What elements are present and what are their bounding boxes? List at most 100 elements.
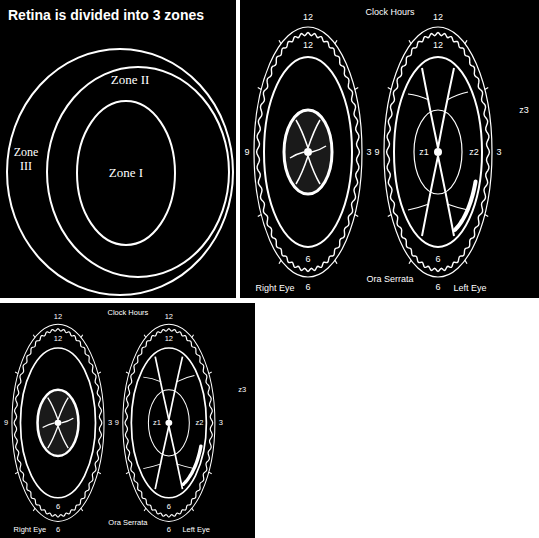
zone-label: Zone III <box>9 146 43 174</box>
diagram-label: 12 <box>433 13 443 22</box>
clock-ring <box>12 324 104 521</box>
clock-tick <box>258 215 261 217</box>
clock-tick <box>192 335 194 338</box>
diagram-label: 3 <box>496 148 501 157</box>
diagram-label: 12 <box>165 313 173 321</box>
blood-vessel <box>43 423 55 428</box>
diagram-label: 12 <box>165 335 173 343</box>
vessel-branch <box>143 464 161 469</box>
zone-boundary <box>7 49 233 295</box>
zone-one-area <box>38 390 79 456</box>
diagram-label: 6 <box>305 255 310 264</box>
zone-ring <box>264 57 352 247</box>
ora-serrata-line <box>387 33 490 272</box>
clock-tick <box>465 40 467 43</box>
zone-one-circle <box>148 390 189 456</box>
ora-serrata-line <box>257 33 360 272</box>
zone-circle: Zone IIIZone IIZone I <box>6 48 234 296</box>
diagram-label: Ora Serrata <box>366 275 413 284</box>
diagram-label: 12 <box>54 313 62 321</box>
blood-vessel <box>422 68 438 148</box>
clock-tick <box>15 372 18 374</box>
clock-tick <box>409 40 411 43</box>
ridge <box>183 446 201 484</box>
zone-ring <box>394 57 482 247</box>
blood-vessel <box>169 357 183 420</box>
diagram-label: 12 <box>433 41 443 50</box>
blood-vessel <box>296 156 308 184</box>
vessel-branch <box>143 377 161 382</box>
zone-ring <box>20 348 95 498</box>
clock-tick <box>485 215 488 217</box>
blood-vessel <box>438 68 454 148</box>
clock-tick <box>355 88 358 90</box>
clock-tick <box>335 40 337 43</box>
zone-one-area <box>284 110 332 194</box>
diagram-label: z3 <box>519 106 529 115</box>
vessel-branch <box>447 204 468 210</box>
blood-vessel <box>61 418 73 423</box>
diagram-label: 6 <box>167 503 171 511</box>
ora-serrata-line <box>14 329 102 517</box>
diagram-label: Right Eye <box>255 284 294 293</box>
diagram-label: 9 <box>374 148 379 157</box>
clock-ring <box>384 27 492 277</box>
clock-tick <box>144 508 146 511</box>
clock-tick <box>81 508 83 511</box>
optic-disc <box>165 420 172 426</box>
diagram-label: z3 <box>238 386 246 394</box>
blood-vessel <box>312 146 326 152</box>
diagram-label: 6 <box>56 526 60 534</box>
zone-ring <box>131 348 206 498</box>
blood-vessel <box>48 426 58 448</box>
eye-drawing <box>12 324 215 521</box>
clock-tick <box>33 508 35 511</box>
diagram-label: Clock Hours <box>365 8 414 17</box>
clock-tick <box>98 472 101 474</box>
diagram-label: z1 <box>419 148 429 157</box>
clock-tick <box>409 260 411 263</box>
clock-ring <box>254 27 362 277</box>
diagram-label: 6 <box>435 255 440 264</box>
panel-title: Retina is divided into 3 zones <box>8 8 204 22</box>
clock-tick <box>279 260 281 263</box>
vessel-branch <box>177 464 195 469</box>
vessel-branch <box>177 376 195 382</box>
diagram-label: Left Eye <box>182 526 210 534</box>
diagram-label: 9 <box>244 148 249 157</box>
diagram-label: z2 <box>196 419 204 427</box>
clock-tick <box>209 472 212 474</box>
blood-vessel <box>296 120 308 148</box>
blood-vessel <box>169 426 183 489</box>
blood-vessel <box>422 156 438 236</box>
diagram-label: 6 <box>435 283 440 292</box>
clock-tick <box>144 335 146 338</box>
clock-tick <box>279 40 281 43</box>
panel-background <box>0 303 255 538</box>
blood-vessel <box>58 426 68 448</box>
blood-vessel <box>155 357 169 420</box>
blood-vessel <box>58 398 68 420</box>
diagram-label: 3 <box>366 148 371 157</box>
zone-circle: Zone IIZone I <box>46 66 230 278</box>
blood-vessel <box>438 156 454 236</box>
diagram-label: Ora Serrata <box>108 519 147 527</box>
clock-tick <box>388 215 391 217</box>
clock-tick <box>465 260 467 263</box>
diagram-label: 3 <box>108 419 112 427</box>
eye-drawing <box>254 27 492 277</box>
panel-background <box>0 0 236 298</box>
clock-tick <box>485 88 488 90</box>
optic-disc <box>304 148 312 156</box>
vessel-branch <box>447 92 468 100</box>
ridge <box>455 181 476 230</box>
clock-tick <box>192 508 194 511</box>
blood-vessel <box>155 426 169 489</box>
diagram-label: Clock Hours <box>107 309 148 317</box>
zone-label: Zone II <box>111 73 150 88</box>
diagram-label: 6 <box>167 526 171 534</box>
vessel-branch <box>408 94 429 100</box>
clock-tick <box>335 260 337 263</box>
